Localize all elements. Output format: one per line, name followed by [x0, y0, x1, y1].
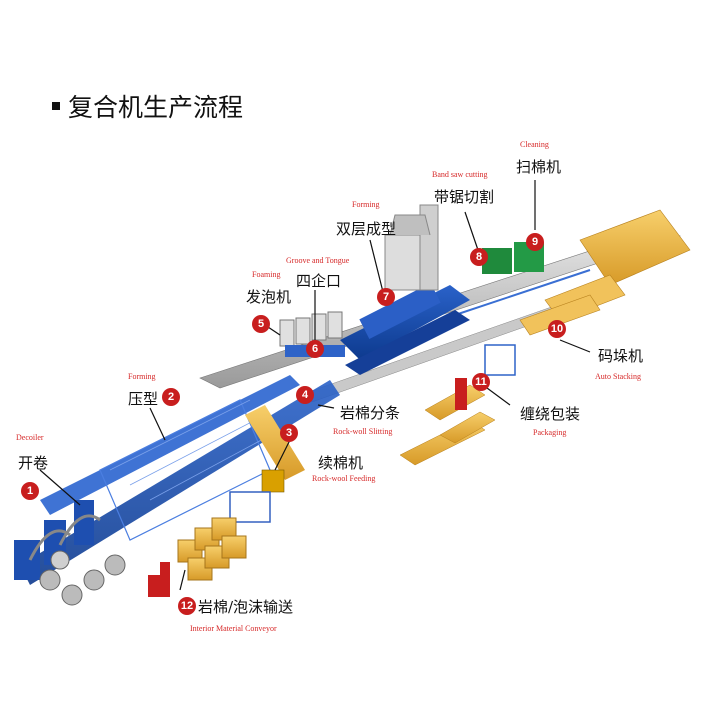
- step-6-cn: 四企口: [296, 270, 341, 291]
- step-5-badge: 5: [252, 315, 270, 333]
- step-1-badge: 1: [21, 482, 39, 500]
- step-9-en: Cleaning: [520, 140, 549, 149]
- step-2-cn: 压型: [128, 388, 158, 409]
- step-8-badge: 8: [470, 248, 488, 266]
- step-6-badge: 6: [306, 340, 324, 358]
- step-12-en: Interior Material Conveyor: [190, 624, 277, 633]
- step-10-cn: 码垛机: [598, 345, 643, 366]
- step-8-cn: 带锯切割: [434, 186, 494, 207]
- step-5-cn: 发泡机: [246, 286, 291, 307]
- step-8-en: Band saw cutting: [432, 170, 488, 179]
- step-4-badge: 4: [296, 386, 314, 404]
- step-5-en: Foaming: [252, 270, 280, 279]
- interior-material-blocks: [148, 518, 246, 597]
- step-2-badge: 2: [162, 388, 180, 406]
- step-12-badge: 12: [178, 597, 196, 615]
- step-11-badge: 11: [472, 373, 490, 391]
- step-2-en: Forming: [128, 372, 156, 381]
- step-9-cn: 扫棉机: [516, 156, 561, 177]
- step-1-cn: 开卷: [18, 452, 48, 473]
- step-9-badge: 9: [526, 233, 544, 251]
- step-10-en: Auto Stacking: [595, 372, 641, 381]
- step-7-badge: 7: [377, 288, 395, 306]
- stacking-area: [485, 210, 690, 375]
- step-4-en: Rock-woll Slitting: [333, 427, 392, 436]
- step-11-en: Packaging: [533, 428, 566, 437]
- step-3-en: Rock-wool Feeding: [312, 474, 375, 483]
- packaged-panels: [400, 378, 495, 465]
- step-10-badge: 10: [548, 320, 566, 338]
- step-3-cn: 续棉机: [318, 452, 363, 473]
- step-1-en: Decoiler: [16, 433, 44, 442]
- step-3-badge: 3: [280, 424, 298, 442]
- pointer-arrows: [40, 180, 590, 590]
- step-11-cn: 缠绕包装: [520, 403, 580, 424]
- step-12-cn: 岩棉/泡沫输送: [198, 596, 293, 617]
- step-6-en: Groove and Tongue: [286, 256, 349, 265]
- step-4-cn: 岩棉分条: [340, 402, 400, 423]
- step-7-en: Forming: [352, 200, 380, 209]
- step-7-cn: 双层成型: [336, 218, 396, 239]
